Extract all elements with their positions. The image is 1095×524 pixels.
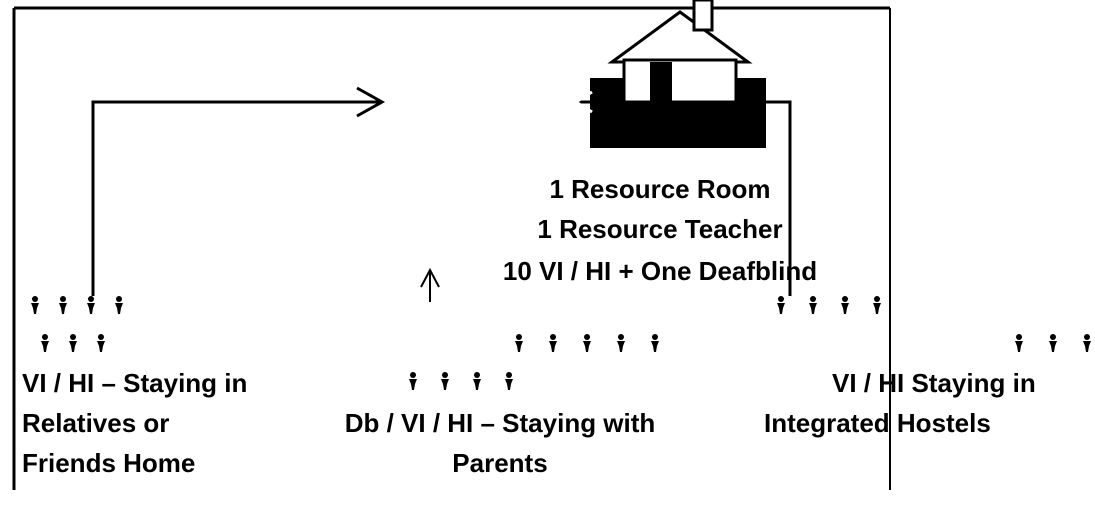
- right-group-line2: Integrated Hostels: [764, 408, 991, 438]
- right-arrowhead: [573, 90, 593, 114]
- middle-up-arrowhead: [420, 267, 440, 288]
- left-group-line3: Friends Home: [22, 448, 196, 478]
- school-house-icon: [590, 0, 766, 148]
- left-group-line2: Relatives or: [22, 408, 170, 438]
- students-count-label: 10 VI / HI + One Deafblind: [502, 256, 818, 286]
- middle-group-line1: Db / VI / HI – Staying with: [344, 408, 656, 438]
- left-group-line1: VI / HI – Staying in: [22, 368, 248, 398]
- resource-room-label: 1 Resource Room: [549, 174, 771, 204]
- right-group-people: [777, 296, 1091, 352]
- resource-teacher-label: 1 Resource Teacher: [537, 214, 783, 244]
- middle-group-line2: Parents: [452, 448, 548, 478]
- right-route-arrow: [576, 100, 792, 296]
- right-group-line1: VI / HI Staying in: [832, 368, 1036, 398]
- left-route-arrow: [91, 100, 382, 296]
- left-group-people: [31, 296, 123, 352]
- middle-group-people: [409, 334, 659, 390]
- left-arrowhead: [356, 86, 386, 118]
